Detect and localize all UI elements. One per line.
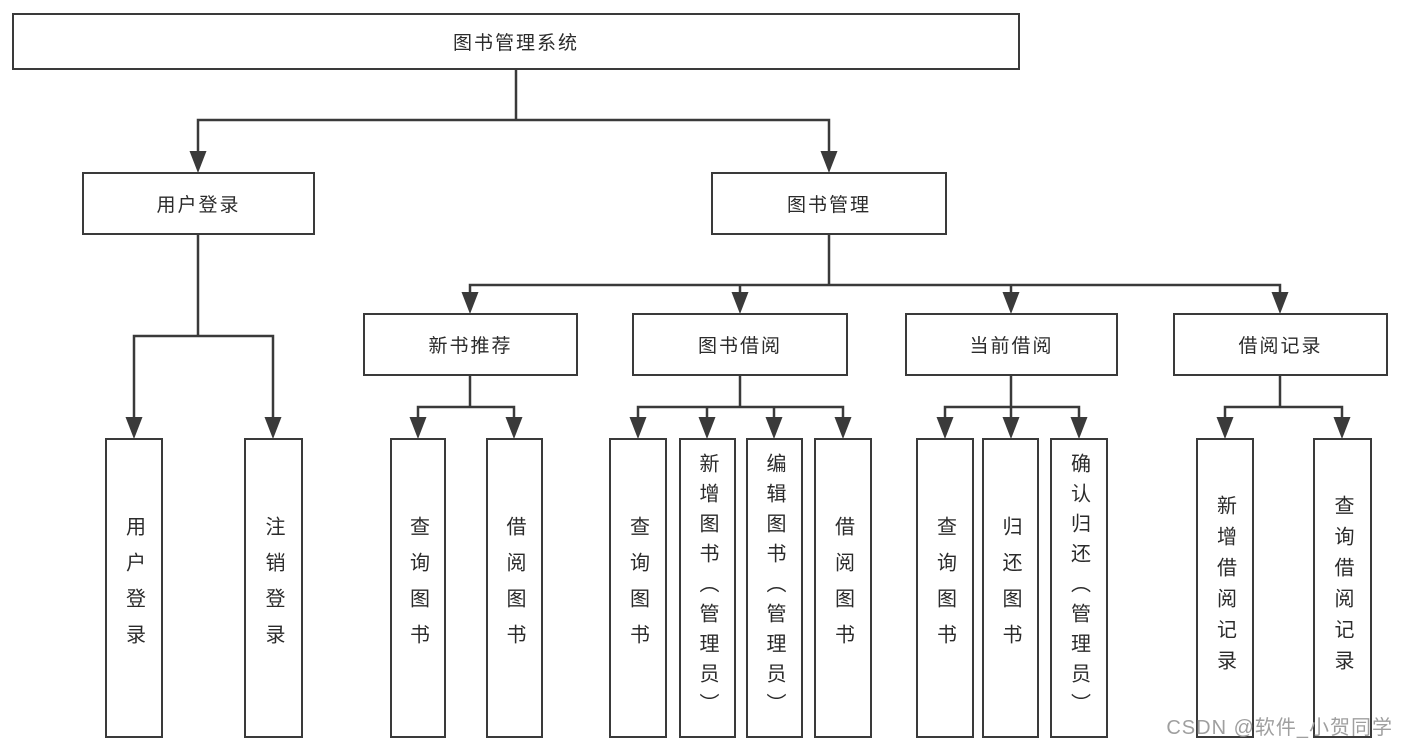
leaf-user-login: 用户登录	[105, 438, 163, 738]
leaf-query-books-borrow: 查询图书	[609, 438, 667, 738]
leaf-logout: 注销登录	[244, 438, 303, 738]
leaf-return-books: 归还图书	[982, 438, 1039, 738]
leaf-confirm-return-admin: 确认归还（管理员）	[1050, 438, 1108, 738]
node-user-login: 用户登录	[82, 172, 315, 235]
leaf-query-books-current: 查询图书	[916, 438, 974, 738]
node-borrow-records: 借阅记录	[1173, 313, 1388, 376]
node-book-manage: 图书管理	[711, 172, 947, 235]
node-new-book-recommend: 新书推荐	[363, 313, 578, 376]
leaf-borrow-books: 借阅图书	[814, 438, 872, 738]
node-current-borrow: 当前借阅	[905, 313, 1118, 376]
leaf-query-books-recommend: 查询图书	[390, 438, 446, 738]
leaf-add-books-admin: 新增图书（管理员）	[679, 438, 736, 738]
node-book-borrow: 图书借阅	[632, 313, 848, 376]
leaf-borrow-books-recommend: 借阅图书	[486, 438, 543, 738]
csdn-watermark: CSDN @软件_小贺同学	[1166, 717, 1393, 739]
leaf-edit-books-admin: 编辑图书（管理员）	[746, 438, 803, 738]
node-root: 图书管理系统	[12, 13, 1020, 70]
leaf-query-borrow-record: 查询借阅记录	[1313, 438, 1372, 738]
leaf-add-borrow-record: 新增借阅记录	[1196, 438, 1254, 738]
